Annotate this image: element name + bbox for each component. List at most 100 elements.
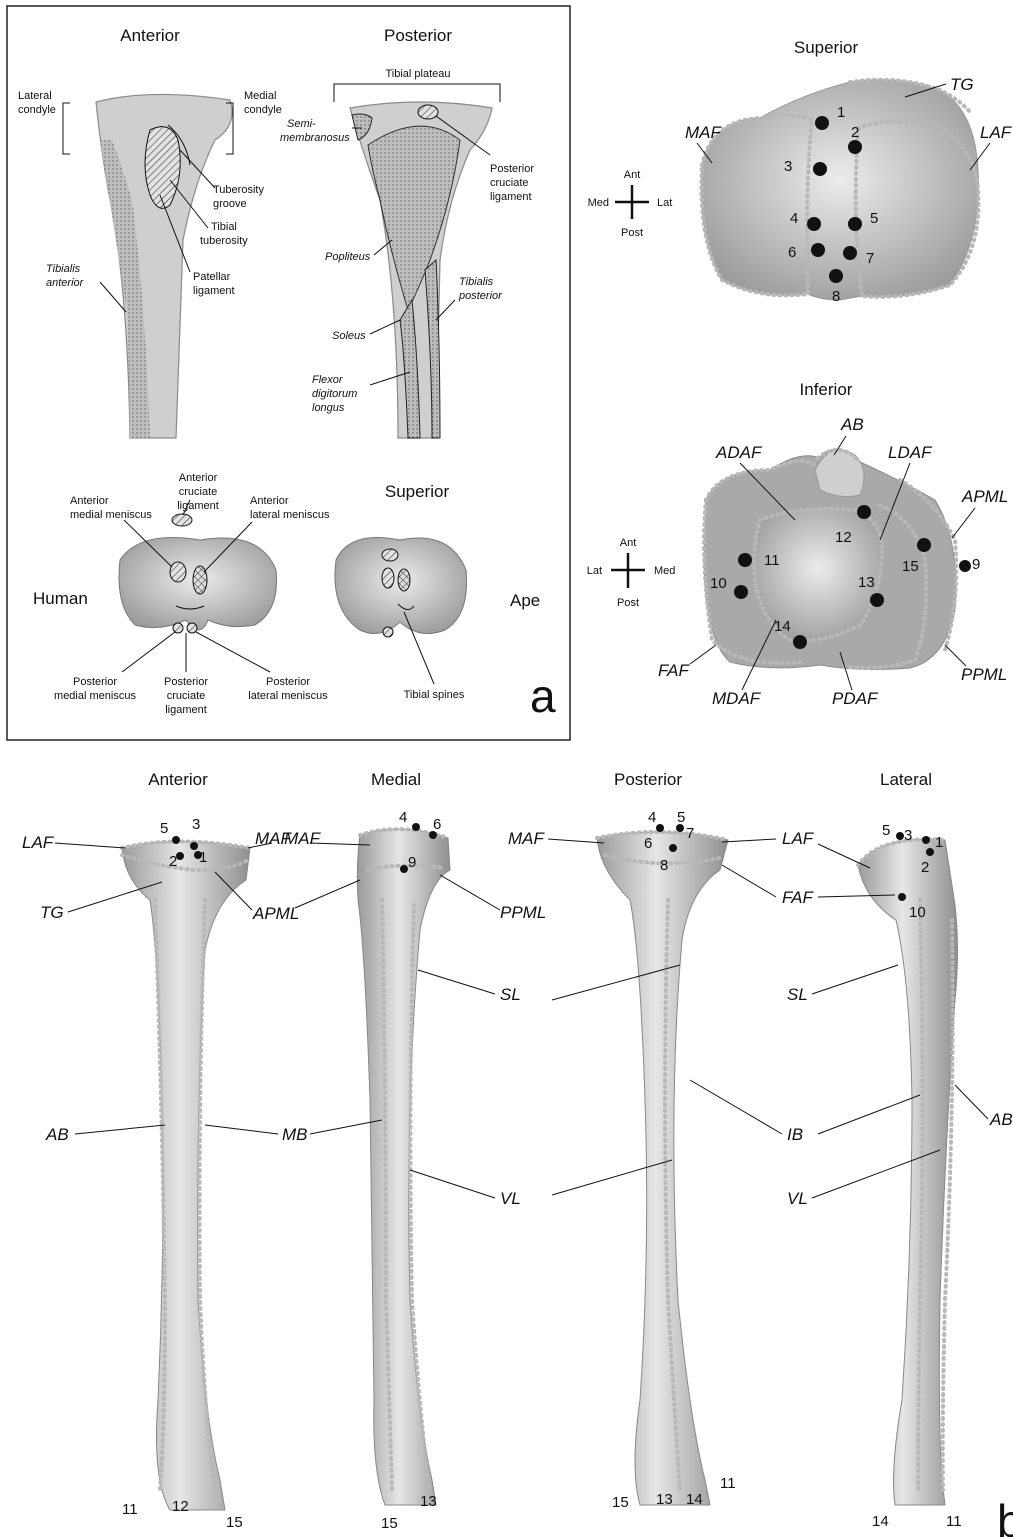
abbr-ldaf: LDAF — [888, 443, 933, 462]
label-patellar-ligament-1: Patellar — [193, 271, 231, 283]
superior-title: Superior — [794, 38, 859, 57]
label-medial-condyle-2: condyle — [244, 104, 282, 116]
b-post-7: 7 — [686, 825, 694, 842]
compass-lat-1: Lat — [657, 197, 672, 209]
label-tibialis-anterior-1: Tibialis — [46, 263, 81, 275]
b-posterior-tibia — [597, 824, 728, 1505]
label-ape: Ape — [510, 591, 540, 610]
compass-post-1: Post — [621, 227, 643, 239]
b-lat-ab: AB — [989, 1110, 1013, 1129]
b-lat-14: 14 — [872, 1513, 889, 1530]
label-ant-cruciate-1: Anterior — [179, 472, 218, 484]
abbr-mdaf: MDAF — [712, 689, 762, 708]
b-ant-2: 2 — [169, 853, 177, 870]
label-posterior-cruciate-1: Posterior — [490, 163, 534, 175]
b-post-11: 11 — [720, 1475, 736, 1492]
view-title-posterior: Posterior — [384, 26, 452, 45]
inf-num-9: 9 — [972, 556, 980, 573]
b-post-faf: FAF — [782, 888, 814, 907]
label-ant-lateral-meniscus-2: lateral meniscus — [250, 509, 330, 521]
b-post-6: 6 — [644, 835, 652, 852]
label-posterior-cruciate-3: ligament — [490, 191, 532, 203]
anterior-tibia-drawing — [96, 94, 232, 438]
inferior-title: Inferior — [800, 380, 853, 399]
label-post-cruciate-a-1: Posterior — [164, 676, 208, 688]
label-post-cruciate-a-3: ligament — [165, 704, 207, 716]
label-lateral-condyle-2: condyle — [18, 104, 56, 116]
sup-num-6: 6 — [788, 244, 796, 261]
abbr-maf-sup: MAF — [685, 123, 723, 142]
b-med-ppml-label: PPML — [500, 903, 546, 922]
view-title-b-lateral: Lateral — [880, 770, 932, 789]
lateral-condyle-bracket — [63, 103, 70, 154]
b-medial-tibia — [357, 823, 450, 1505]
inf-num-14: 14 — [774, 618, 791, 635]
inf-num-15: 15 — [902, 558, 919, 575]
label-post-medial-meniscus-1: Posterior — [73, 676, 117, 688]
label-post-medial-meniscus-2: medial meniscus — [54, 690, 136, 702]
label-tuberosity-groove-1: Tuberosity — [213, 184, 264, 196]
view-title-b-anterior: Anterior — [148, 770, 208, 789]
label-ant-medial-meniscus-1: Anterior — [70, 495, 109, 507]
view-title-b-posterior: Posterior — [614, 770, 682, 789]
label-semimembranosus-2: membranosus — [280, 132, 350, 144]
label-tibialis-posterior-2: posterior — [458, 290, 503, 302]
inferior-compass: Ant Post Lat Med — [587, 537, 676, 609]
label-flexor-2: digitorum — [312, 388, 357, 400]
label-tuberosity-groove-2: groove — [213, 198, 247, 210]
label-human: Human — [33, 589, 88, 608]
b-med-13: 13 — [420, 1493, 437, 1510]
label-ant-cruciate-3: ligament — [177, 500, 219, 512]
b-med-maf: MAF — [284, 829, 322, 848]
b-ant-5: 5 — [160, 820, 168, 837]
b-post-ib: IB — [787, 1125, 803, 1144]
label-ant-lateral-meniscus-1: Anterior — [250, 495, 289, 507]
b-ant-apml: APML — [252, 904, 299, 923]
label-tibial-spines: Tibial spines — [404, 689, 465, 701]
superior-view: Superior Ant Post Med Lat TG MAF LAF — [588, 38, 1013, 305]
label-patellar-ligament-2: ligament — [193, 285, 235, 297]
b-med-15: 15 — [381, 1515, 398, 1532]
compass-ant-1: Ant — [624, 169, 641, 181]
b-post-laf: LAF — [782, 829, 815, 848]
sup-num-2: 2 — [851, 124, 859, 141]
inf-num-10: 10 — [710, 575, 727, 592]
sup-num-5: 5 — [870, 210, 878, 227]
abbr-apml: APML — [961, 487, 1008, 506]
label-soleus: Soleus — [332, 330, 366, 342]
b-ant-laf: LAF — [22, 833, 55, 852]
view-title-anterior: Anterior — [120, 26, 180, 45]
sup-num-1: 1 — [837, 104, 845, 121]
b-med-vl: VL — [500, 1189, 521, 1208]
b-lat-2: 2 — [921, 859, 929, 876]
label-tibial-tuberosity-2: tuberosity — [200, 235, 248, 247]
b-med-sl: SL — [500, 985, 521, 1004]
b-post-4: 4 — [648, 809, 656, 826]
inf-num-12: 12 — [835, 529, 852, 546]
b-lat-11: 11 — [946, 1513, 962, 1530]
abbr-pdaf: PDAF — [832, 689, 879, 708]
b-post-13: 13 — [656, 1491, 673, 1508]
inf-num-11: 11 — [764, 552, 780, 569]
abbr-ppml: PPML — [961, 665, 1007, 684]
b-post-14: 14 — [686, 1491, 703, 1508]
b-lat-5: 5 — [882, 822, 890, 839]
inferior-plateau-drawing — [704, 450, 971, 670]
b-post-maf: MAF — [508, 829, 546, 848]
panel-letter-a: a — [530, 670, 556, 722]
label-tibialis-anterior-2: anterior — [46, 277, 85, 289]
b-med-4: 4 — [399, 809, 407, 826]
b-ant-1: 1 — [199, 849, 207, 866]
label-flexor-1: Flexor — [312, 374, 344, 386]
compass-med-1: Med — [588, 197, 609, 209]
sup-num-4: 4 — [790, 210, 798, 227]
abbr-tg-sup: TG — [950, 75, 974, 94]
compass-lat-2: Lat — [587, 565, 602, 577]
label-ant-medial-meniscus-2: medial meniscus — [70, 509, 152, 521]
compass-post-2: Post — [617, 597, 639, 609]
label-lateral-condyle-1: Lateral — [18, 90, 52, 102]
abbr-ab-inf: AB — [840, 415, 864, 434]
label-semimembranosus-1: Semi- — [287, 118, 316, 130]
label-popliteus: Popliteus — [325, 251, 371, 263]
